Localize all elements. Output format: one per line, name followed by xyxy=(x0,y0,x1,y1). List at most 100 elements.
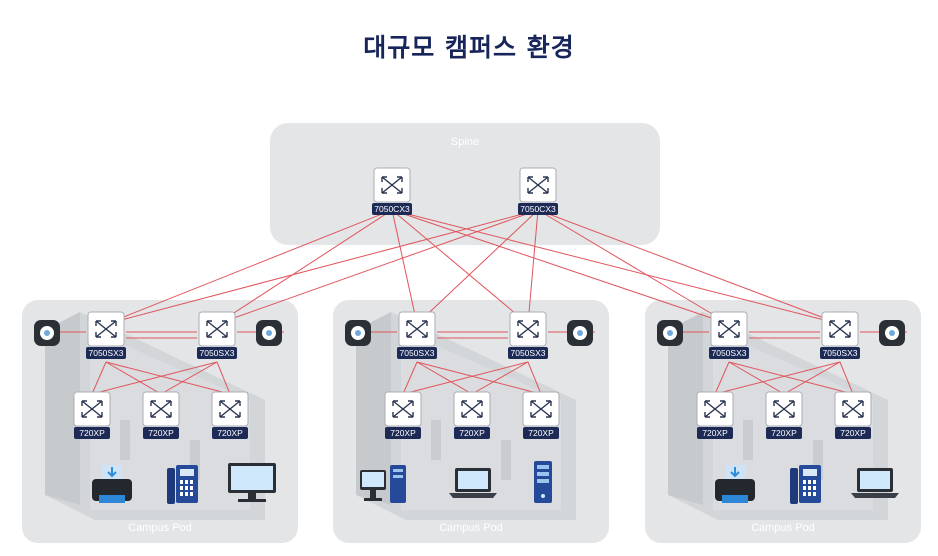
switch-arrows-icon xyxy=(206,320,228,338)
switch-model-label-bg xyxy=(74,427,110,439)
spine-leaf-link xyxy=(391,209,730,325)
access-switch[interactable]: 720XP xyxy=(453,391,491,439)
switches: 7050CX3 7050CX3 7050SX3 7050SX3 720XP 720XP 72… xyxy=(73,167,872,439)
switch-model-label-bg xyxy=(523,427,559,439)
leaf-access-link xyxy=(527,361,542,395)
spine-leaf-link xyxy=(527,209,539,325)
pod-label: Campus Pod xyxy=(439,522,503,534)
leaf-access-link xyxy=(783,361,841,395)
switch-arrows-icon xyxy=(150,400,172,418)
switch-model-label-bg xyxy=(143,427,179,439)
switch-model-label-bg xyxy=(835,427,871,439)
leaf-switch[interactable]: 7050SX3 xyxy=(709,311,749,359)
switch-model-label-bg xyxy=(709,347,749,359)
switch-model-label: 7050SX3 xyxy=(712,348,747,358)
server-icon[interactable] xyxy=(534,461,552,503)
switch-arrows-icon xyxy=(773,400,795,418)
spine-switch[interactable]: 7050CX3 xyxy=(518,167,558,215)
leaf-switch[interactable]: 7050SX3 xyxy=(397,311,437,359)
switch-model-label: 7050CX3 xyxy=(520,204,556,214)
spine-leaf-link xyxy=(391,209,418,325)
access-switch[interactable]: 720XP xyxy=(142,391,180,439)
switch-arrows-icon xyxy=(219,400,241,418)
access-point-icon[interactable] xyxy=(34,320,60,346)
switch-model-label-bg xyxy=(385,427,421,439)
switch-arrows-icon xyxy=(704,400,726,418)
switch-model-label: 720XP xyxy=(459,428,485,438)
leaf-access-link xyxy=(91,361,218,395)
switch-model-label-bg xyxy=(508,347,548,359)
spine-background xyxy=(270,123,660,245)
access-switch[interactable]: 720XP xyxy=(211,391,249,439)
leaf-access-link xyxy=(216,361,231,395)
access-switch[interactable]: 720XP xyxy=(765,391,803,439)
access-switch[interactable]: 720XP xyxy=(696,391,734,439)
switch-model-label: 720XP xyxy=(771,428,797,438)
switch-model-label-bg xyxy=(820,347,860,359)
leaf-access-link xyxy=(714,361,841,395)
switch-model-label: 720XP xyxy=(390,428,416,438)
printer-icon[interactable] xyxy=(715,465,755,503)
access-switch[interactable]: 720XP xyxy=(522,391,560,439)
switch-model-label: 720XP xyxy=(528,428,554,438)
access-point-icon[interactable] xyxy=(345,320,371,346)
ip-phone-icon[interactable] xyxy=(790,465,821,504)
leaf-access-link xyxy=(728,361,785,395)
spine-group: Spine xyxy=(270,123,660,245)
switch-model-label: 7050SX3 xyxy=(400,348,435,358)
switch-arrows-icon xyxy=(530,400,552,418)
leaf-switch[interactable]: 7050SX3 xyxy=(508,311,548,359)
leaf-access-link xyxy=(91,361,107,395)
leaf-switch[interactable]: 7050SX3 xyxy=(197,311,237,359)
switch-arrows-icon xyxy=(81,400,103,418)
access-point-icon[interactable] xyxy=(657,320,683,346)
access-switch[interactable]: 720XP xyxy=(834,391,872,439)
spine-label: Spine xyxy=(451,136,479,148)
switch-model-label-bg xyxy=(197,347,237,359)
pod-label: Campus Pod xyxy=(128,522,192,534)
spine-switch[interactable]: 7050CX3 xyxy=(372,167,412,215)
spine-leaf-link xyxy=(537,209,730,325)
switch-arrows-icon xyxy=(517,320,539,338)
leaf-switch[interactable]: 7050SX3 xyxy=(86,311,126,359)
endpoint-devices xyxy=(92,461,899,504)
access-points xyxy=(34,320,905,346)
access-switch[interactable]: 720XP xyxy=(73,391,111,439)
switch-model-label-bg xyxy=(397,347,437,359)
leaf-access-link xyxy=(160,361,218,395)
leaf-access-link xyxy=(402,361,529,395)
printer-icon[interactable] xyxy=(92,465,132,503)
leaf-access-link xyxy=(402,361,418,395)
switch-arrows-icon xyxy=(95,320,117,338)
switch-model-label: 7050SX3 xyxy=(200,348,235,358)
leaf-access-link xyxy=(714,361,730,395)
switch-model-label: 720XP xyxy=(840,428,866,438)
leaf-switch[interactable]: 7050SX3 xyxy=(820,311,860,359)
leaf-access-link xyxy=(416,361,473,395)
switch-model-label: 720XP xyxy=(148,428,174,438)
spine-leaf-link xyxy=(391,209,529,325)
switch-arrows-icon xyxy=(406,320,428,338)
access-point-icon[interactable] xyxy=(567,320,593,346)
switch-model-label-bg xyxy=(212,427,248,439)
laptop-icon[interactable] xyxy=(851,468,899,498)
access-point-icon[interactable] xyxy=(879,320,905,346)
ip-phone-icon[interactable] xyxy=(167,465,198,504)
spine-leaf-link xyxy=(537,209,841,325)
spine-leaf-link xyxy=(105,209,539,325)
switch-model-label: 720XP xyxy=(702,428,728,438)
workstation-icon[interactable] xyxy=(360,465,406,503)
switch-arrows-icon xyxy=(527,176,549,194)
switch-arrows-icon xyxy=(392,400,414,418)
access-switch[interactable]: 720XP xyxy=(384,391,422,439)
switch-model-label-bg xyxy=(372,203,412,215)
switch-model-label: 7050SX3 xyxy=(511,348,546,358)
switch-arrows-icon xyxy=(842,400,864,418)
switch-model-label: 7050SX3 xyxy=(89,348,124,358)
network-links xyxy=(57,209,907,395)
switch-model-label: 720XP xyxy=(217,428,243,438)
switch-model-label-bg xyxy=(518,203,558,215)
laptop-icon[interactable] xyxy=(449,468,497,498)
desktop-monitor-icon[interactable] xyxy=(228,463,276,502)
access-point-icon[interactable] xyxy=(256,320,282,346)
